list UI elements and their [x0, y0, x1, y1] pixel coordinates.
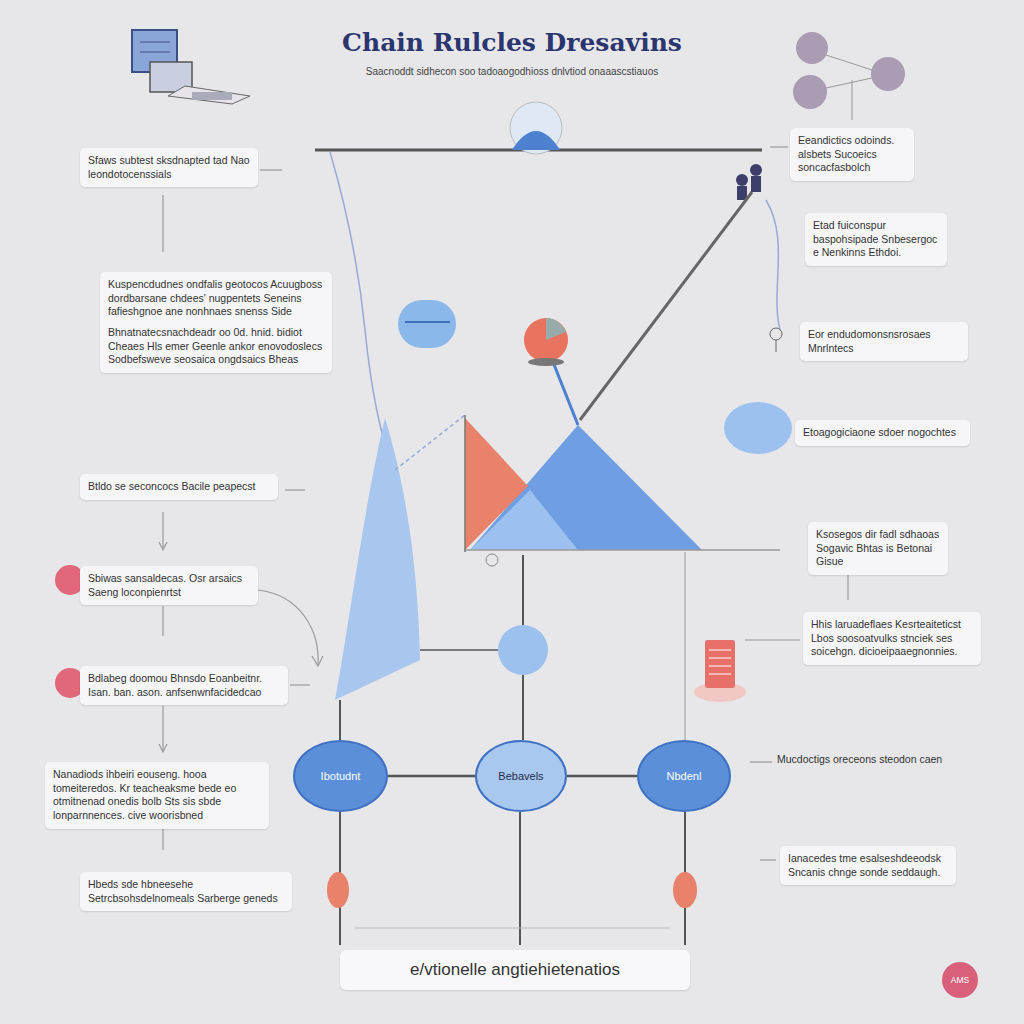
node-text: Hhis laruadeflaes Kesrteaiteticst Lbos s…: [811, 618, 973, 659]
node-text: Eeandictics odoinds. alsbets Sucoeics so…: [798, 134, 906, 175]
connector-line: [567, 775, 637, 778]
node-text: Sfaws subtest sksdnapted tad Nao leondot…: [88, 154, 250, 181]
node-text: Ibotudnt: [321, 770, 361, 782]
title: Chain Rulcles Dresavins: [0, 28, 1024, 57]
callout-box: Hhis laruadeflaes Kesrteaiteticst Lbos s…: [803, 612, 981, 665]
callout-box: Btldo se seconcocs Bacile peapecst: [80, 474, 278, 500]
callout-box: Ksosegos dir fadl sdhaoas Sogavic Bhtas …: [808, 522, 948, 575]
node-text: Bebavels: [498, 770, 543, 782]
node-text: Bhnatnatecsnachdeadr oo 0d. hnid. bidiot…: [108, 326, 324, 367]
node-text: Ianacedes tme esalseshdeeodsk Sncanis ch…: [788, 852, 948, 879]
diagonal-line: [580, 192, 752, 420]
node-text: Nbdenl: [667, 770, 702, 782]
node-text: Hbeds sde hbneesehe Setrcbsohsdelnomeals…: [88, 878, 284, 905]
right-small-icon: [770, 328, 782, 352]
node-text: Etad fuiconspur baspohsipade Snbesergoc …: [813, 219, 939, 260]
process-oval: Nbdenl: [637, 740, 731, 812]
bottom-stems: [327, 812, 697, 945]
vertical-line: [339, 700, 341, 740]
node-text: Ksosegos dir fadl sdhaoas Sogavic Bhtas …: [816, 528, 940, 569]
node-text: Sbiwas sansaldecas. Osr arsaics Saeng lo…: [88, 572, 250, 599]
note-label: Saacnoddt sidhecon soo tadoaogodhioss dn…: [262, 66, 762, 77]
callout-box: Hbeds sde hbneesehe Setrcbsohsdelnomeals…: [80, 872, 292, 911]
callout-box: Ianacedes tme esalseshdeeodsk Sncanis ch…: [780, 846, 956, 885]
vertical-line: [685, 552, 686, 740]
blue-circle: [498, 625, 548, 675]
axis: [464, 415, 466, 552]
blue-stick: [553, 362, 578, 425]
connector-line: [388, 775, 475, 778]
red-stack-icon: [694, 640, 746, 702]
callout-box: Eeandictics odoinds. alsbets Sucoeics so…: [790, 128, 914, 181]
node-text: Btldo se seconcocs Bacile peapecst: [88, 480, 270, 494]
process-oval: Ibotudnt: [293, 740, 388, 812]
horizontal-line: [420, 649, 498, 651]
orange-triangle: [465, 418, 528, 550]
top-left-icon: [132, 30, 250, 104]
baseline: [465, 549, 780, 551]
callout-box: Etoagogiciaone sdoer nogochtes: [795, 420, 970, 446]
vertical-line: [522, 555, 524, 625]
callout-box: Eor endudomonsnsrosaes Mnrlntecs: [800, 322, 968, 361]
node-text: Etoagogiciaone sdoer nogochtes: [803, 426, 962, 440]
red-dome: [524, 318, 568, 366]
node-text: Eor endudomonsnsrosaes Mnrlntecs: [808, 328, 960, 355]
callout-box: Bdlabeg doomou Bhnsdo Eoanbeitnr. Isan. …: [80, 666, 288, 705]
blue-oval: [724, 402, 792, 454]
node-text: Bdlabeg doomou Bhnsdo Eoanbeitnr. Isan. …: [88, 672, 280, 699]
callout-box: Sbiwas sansaldecas. Osr arsaics Saeng lo…: [80, 566, 258, 605]
bubble-icon: [510, 102, 562, 154]
badge-circle: AMS: [942, 962, 978, 998]
caption: e/vtionelle angtiehietenatios: [340, 950, 690, 990]
callout-box: Sfaws subtest sksdnapted tad Nao leondot…: [80, 148, 258, 187]
blue-pill: [398, 300, 456, 348]
note-label: Mucdoctigs oreceons steodon caen: [774, 752, 945, 766]
callout-box: Nanadiods ihbeiri eouseng. hooa tomeiter…: [45, 762, 269, 829]
curve-line: [766, 200, 780, 330]
callout-box: Etad fuiconspur baspohsipade Snbesergoc …: [805, 213, 947, 266]
vertical-line: [522, 675, 524, 740]
node-text: AMS: [951, 975, 969, 985]
callout-box: Kuspencdudnes ondfalis geotocos Acuugbos…: [100, 272, 332, 373]
small-ring: [486, 554, 498, 566]
dashed-line: [395, 415, 465, 470]
node-text: Nanadiods ihbeiri eouseng. hooa tomeiter…: [53, 768, 261, 823]
node-text: Kuspencdudnes ondfalis geotocos Acuugbos…: [108, 278, 324, 319]
process-oval: Bebavels: [475, 740, 567, 812]
top-right-circles: [793, 32, 905, 120]
